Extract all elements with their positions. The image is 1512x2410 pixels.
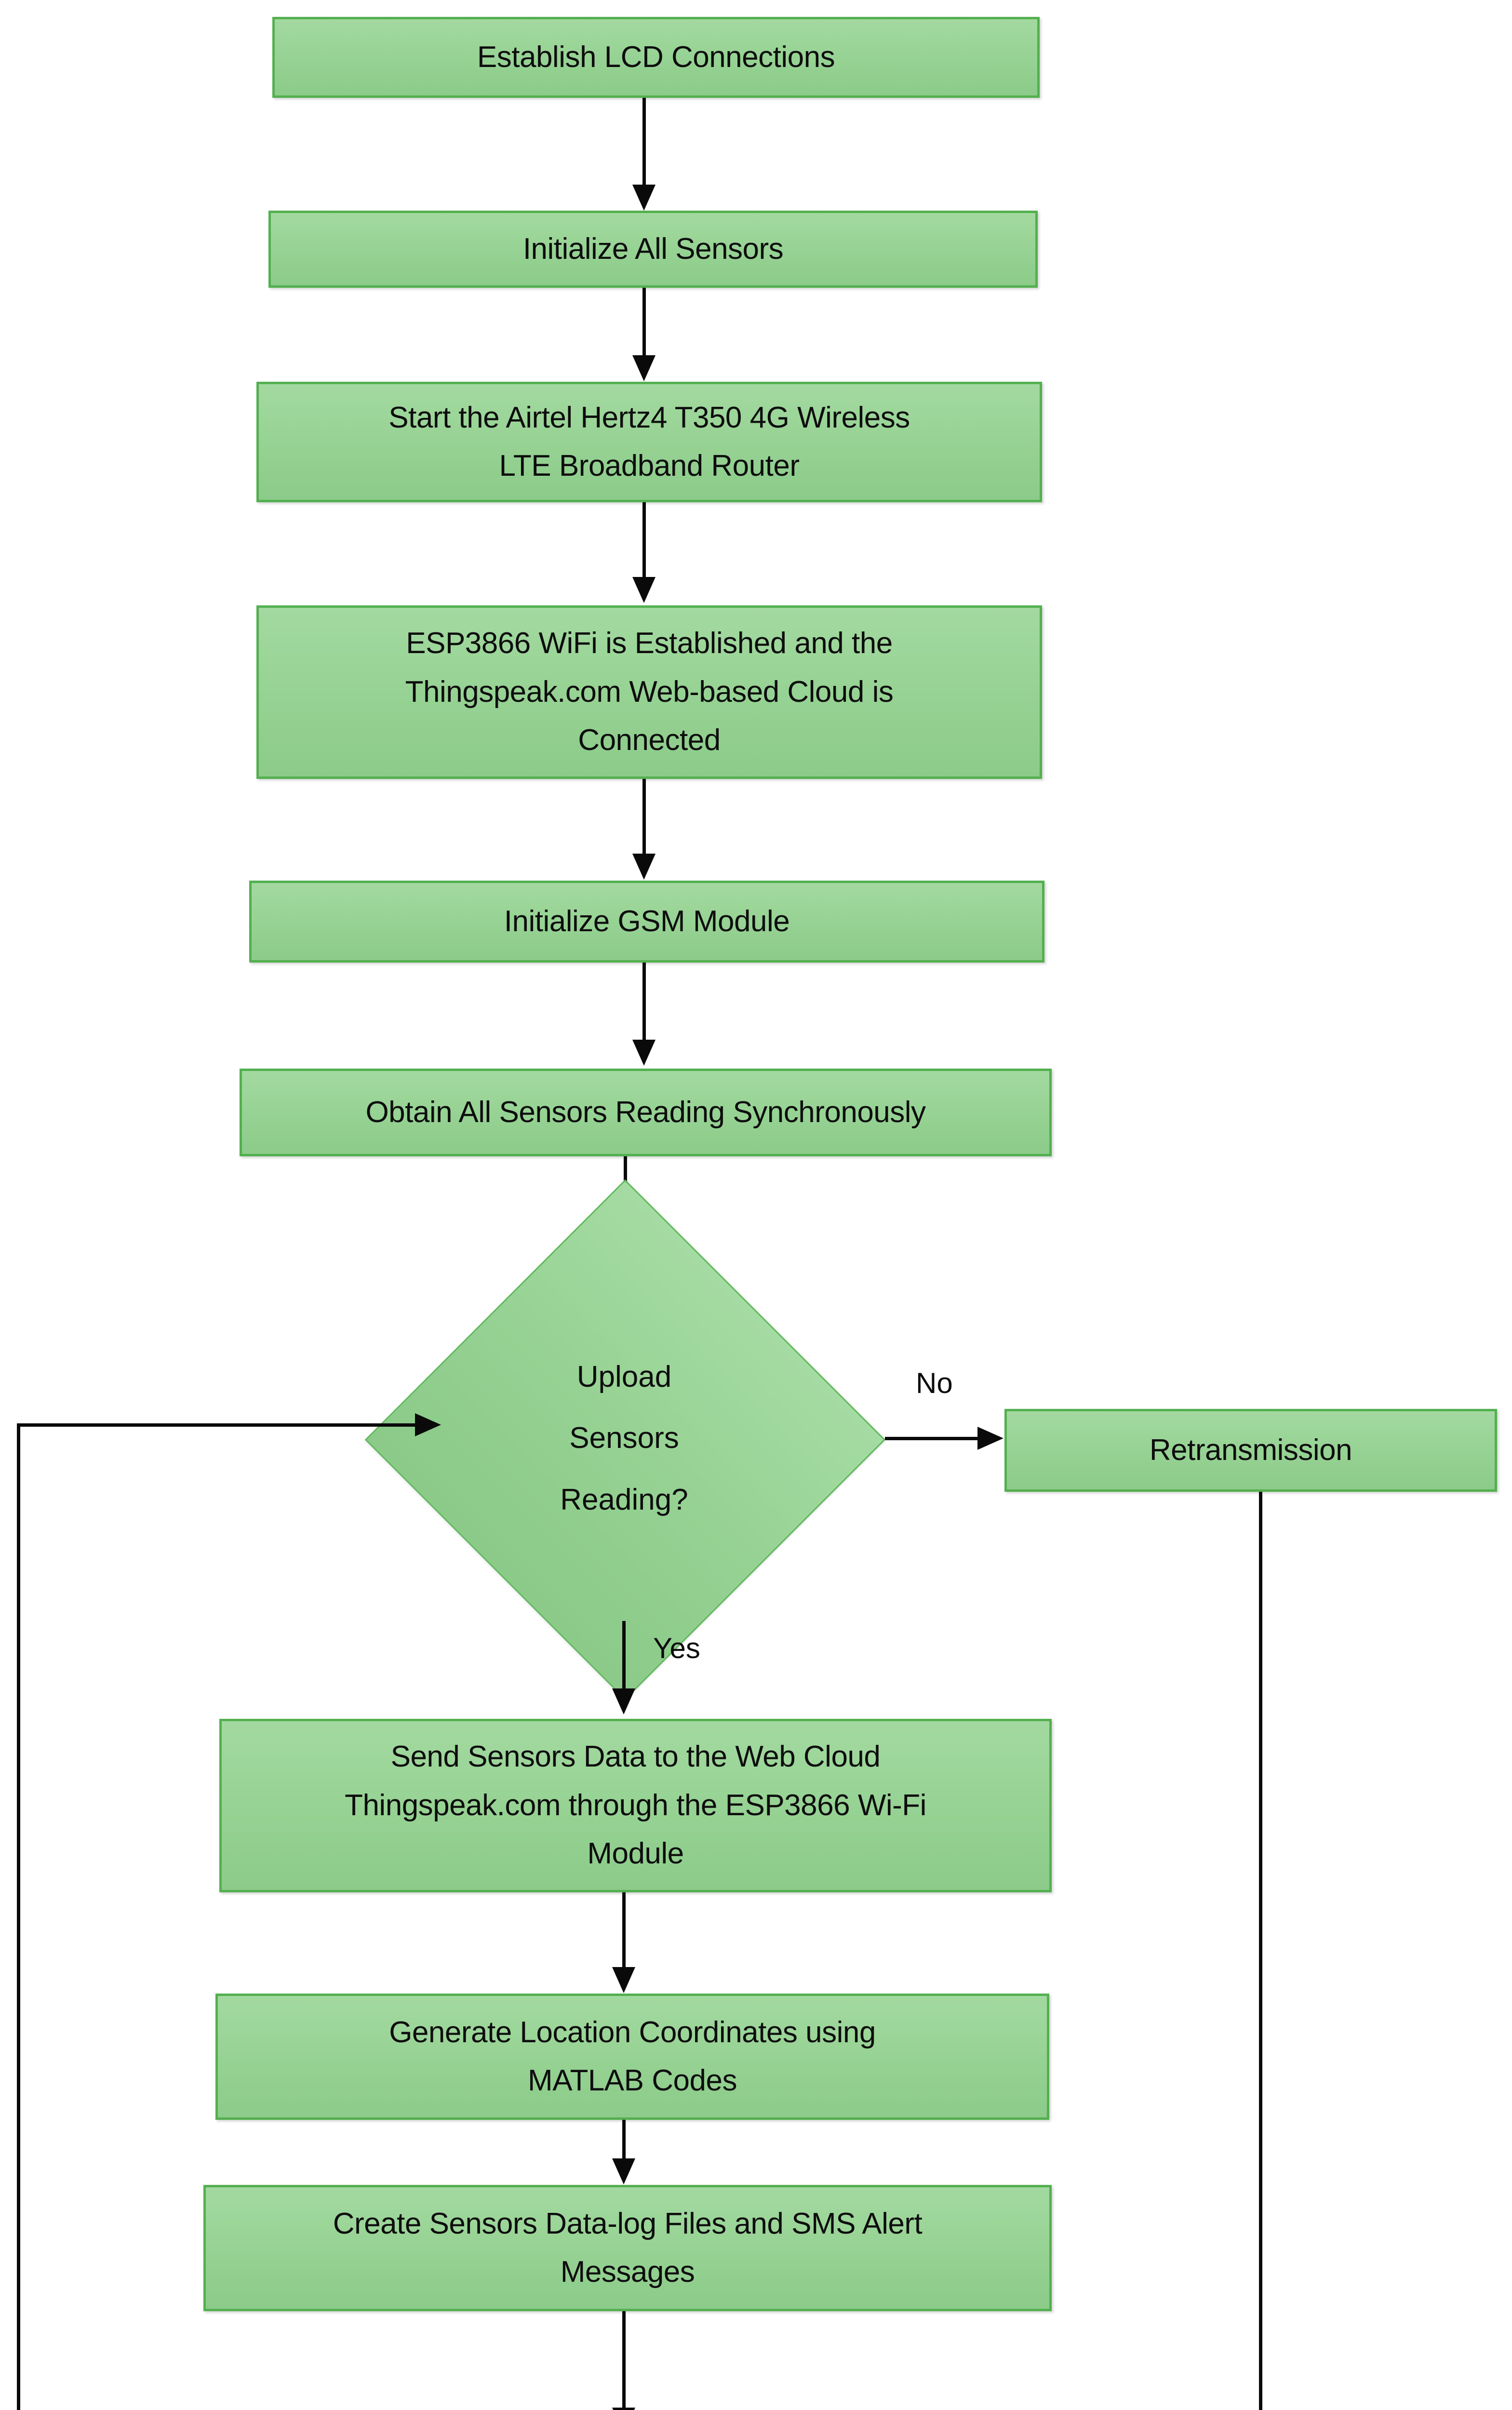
connector-n10-n11 (622, 2120, 626, 2158)
node-label: Establish LCD Connections (477, 40, 835, 74)
node-retransmission[interactable]: Retransmission (1004, 1409, 1497, 1492)
node-label: ESP3866 WiFi is Established and the Thin… (405, 627, 894, 757)
connector-n12-n7-top (17, 1423, 415, 1427)
connector-n12-n7-vertical (17, 1423, 20, 2410)
node-obtain-sensors-reading[interactable]: Obtain All Sensors Reading Synchronously (240, 1069, 1052, 1156)
arrowhead-n7-n9 (612, 1688, 635, 1714)
arrowhead-n3-n4 (632, 577, 656, 603)
node-label: Obtain All Sensors Reading Synchronously (365, 1095, 926, 1129)
node-create-datalog-sms[interactable]: Create Sensors Data-log Files and SMS Al… (203, 2185, 1052, 2311)
edge-label-no: No (916, 1367, 953, 1399)
node-label: Create Sensors Data-log Files and SMS Al… (333, 2207, 923, 2289)
connector-n8-n12-vertical (1259, 1492, 1262, 2410)
node-label: Generate Location Coordinates using MATL… (389, 2015, 876, 2097)
node-label: Initialize GSM Module (504, 904, 790, 938)
node-initialize-gsm-module[interactable]: Initialize GSM Module (249, 881, 1044, 963)
connector-n7-n9 (622, 1621, 626, 1688)
connector-n5-n6 (642, 963, 646, 1040)
node-esp3866-wifi-cloud-connected[interactable]: ESP3866 WiFi is Established and the Thin… (256, 605, 1042, 779)
arrowhead-n5-n6 (632, 1040, 656, 1066)
arrowhead-n1-n2 (632, 185, 656, 211)
connector-n9-n10 (622, 1892, 626, 1967)
node-label: Retransmission (1149, 1433, 1352, 1467)
node-start-lte-router[interactable]: Start the Airtel Hertz4 T350 4G Wireless… (256, 382, 1042, 502)
edge-label-yes: Yes (653, 1632, 700, 1664)
node-label: Initialize All Sensors (522, 232, 784, 266)
node-send-sensors-data-cloud[interactable]: Send Sensors Data to the Web Cloud Thing… (219, 1719, 1052, 1892)
node-establish-lcd-connections[interactable]: Establish LCD Connections (272, 17, 1040, 98)
arrowhead-n9-n10 (612, 1967, 635, 1993)
arrowhead-n7-n8 (977, 1427, 1004, 1450)
arrowhead-n4-n5 (632, 854, 656, 880)
node-label: Send Sensors Data to the Web Cloud Thing… (345, 1740, 926, 1871)
connector-n7-n8 (885, 1437, 977, 1440)
node-label: Start the Airtel Hertz4 T350 4G Wireless… (388, 401, 910, 482)
connector-n1-n2 (642, 98, 646, 185)
node-initialize-all-sensors[interactable]: Initialize All Sensors (268, 211, 1038, 288)
arrowhead-n11-n12 (612, 2408, 635, 2410)
node-generate-location-coordinates[interactable]: Generate Location Coordinates using MATL… (215, 1994, 1049, 2120)
connector-n3-n4 (642, 502, 646, 577)
arrowhead-n2-n3 (632, 355, 656, 381)
connector-n4-n5 (642, 779, 646, 854)
connector-n11-n12 (622, 2311, 626, 2408)
arrowhead-n12-n7 (415, 1413, 441, 1436)
arrowhead-n10-n11 (612, 2158, 635, 2184)
connector-n2-n3 (642, 288, 646, 355)
